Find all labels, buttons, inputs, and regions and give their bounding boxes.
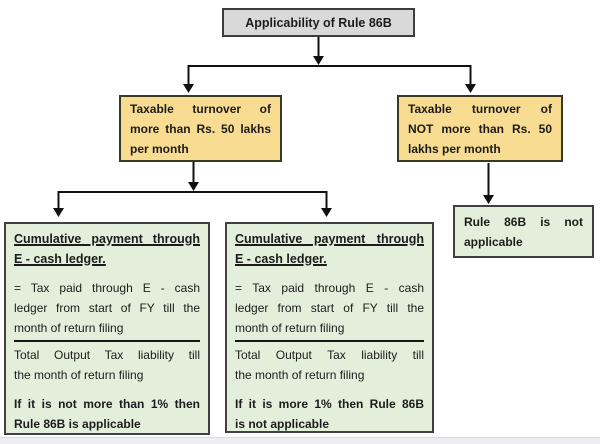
branch-line: NOT more than Rs. 50 — [408, 122, 552, 136]
outcome-numerator: = Tax paid through E - cash ledger from … — [14, 278, 200, 338]
heading-line: Cumulative payment through — [14, 232, 200, 246]
node-branch-turnover-above-50-lakhs: Taxable turnover of more than Rs. 50 lak… — [119, 95, 282, 162]
denominator-line: the month of return filing — [14, 368, 144, 382]
fraction-bar — [235, 340, 424, 342]
arrowhead-right-branch — [465, 84, 476, 93]
branch-line: Taxable turnover of — [130, 102, 271, 116]
branch-line: per month — [130, 142, 189, 156]
arrowhead-left-branch — [183, 84, 194, 93]
numerator-line: month of return filing — [235, 321, 345, 335]
branch-line: more than Rs. 50 lakhs — [130, 122, 271, 136]
arrowhead-root — [313, 56, 324, 65]
outcome-denominator: Total Output Tax liability till the mont… — [14, 345, 200, 385]
arrowhead-leftbranch-stem — [188, 182, 199, 191]
node-root-label: Applicability of Rule 86B — [245, 15, 392, 30]
branch-line: Taxable turnover of — [408, 102, 552, 116]
node-outcome-rule-not-applicable: Rule 86B is not applicable — [453, 205, 594, 258]
fraction-bar — [14, 340, 200, 342]
node-outcome-rule-applicable: Cumulative payment through E - cash ledg… — [4, 222, 210, 435]
outcome-conclusion: If it is not more than 1% then Rule 86B … — [14, 394, 200, 434]
node-root: Applicability of Rule 86B — [222, 8, 415, 37]
conclusion-line: If it is not more than 1% then — [14, 397, 200, 411]
footer-strip — [0, 437, 600, 444]
outcome-line: applicable — [464, 235, 523, 249]
conclusion-line: is not applicable — [235, 417, 330, 431]
outcome-denominator: Total Output Tax liability till the mont… — [235, 345, 424, 385]
denominator-line: Total Output Tax liability till — [235, 348, 424, 362]
numerator-line: = Tax paid through E - cash — [14, 281, 200, 295]
outcome-heading: Cumulative payment through E - cash ledg… — [14, 229, 200, 269]
outcome-numerator: = Tax paid through E - cash ledger from … — [235, 278, 424, 338]
node-branch-turnover-not-above-50-lakhs: Taxable turnover of NOT more than Rs. 50… — [397, 95, 563, 162]
arrowhead-outcome-left — [53, 208, 64, 217]
outcome-heading: Cumulative payment through E - cash ledg… — [235, 229, 424, 269]
arrowhead-outcome-right — [483, 195, 494, 204]
outcome-conclusion: If it is more 1% then Rule 86B is not ap… — [235, 394, 424, 434]
branch-line: lakhs per month — [408, 142, 501, 156]
numerator-line: ledger from start of FY till the — [235, 301, 424, 315]
heading-line: E - cash ledger. — [14, 252, 106, 266]
arrowhead-outcome-middle — [321, 208, 332, 217]
conclusion-line: Rule 86B is applicable — [14, 417, 141, 431]
heading-line: E - cash ledger. — [235, 252, 327, 266]
outcome-line: Rule 86B is not — [464, 215, 583, 229]
heading-line: Cumulative payment through — [235, 232, 424, 246]
numerator-line: ledger from start of FY till the — [14, 301, 200, 315]
numerator-line: month of return filing — [14, 321, 124, 335]
denominator-line: the month of return filing — [235, 368, 365, 382]
numerator-line: = Tax paid through E - cash — [235, 281, 424, 295]
conclusion-line: If it is more 1% then Rule 86B — [235, 397, 424, 411]
denominator-line: Total Output Tax liability till — [14, 348, 200, 362]
node-outcome-rule-not-applicable-ratio: Cumulative payment through E - cash ledg… — [225, 222, 434, 433]
